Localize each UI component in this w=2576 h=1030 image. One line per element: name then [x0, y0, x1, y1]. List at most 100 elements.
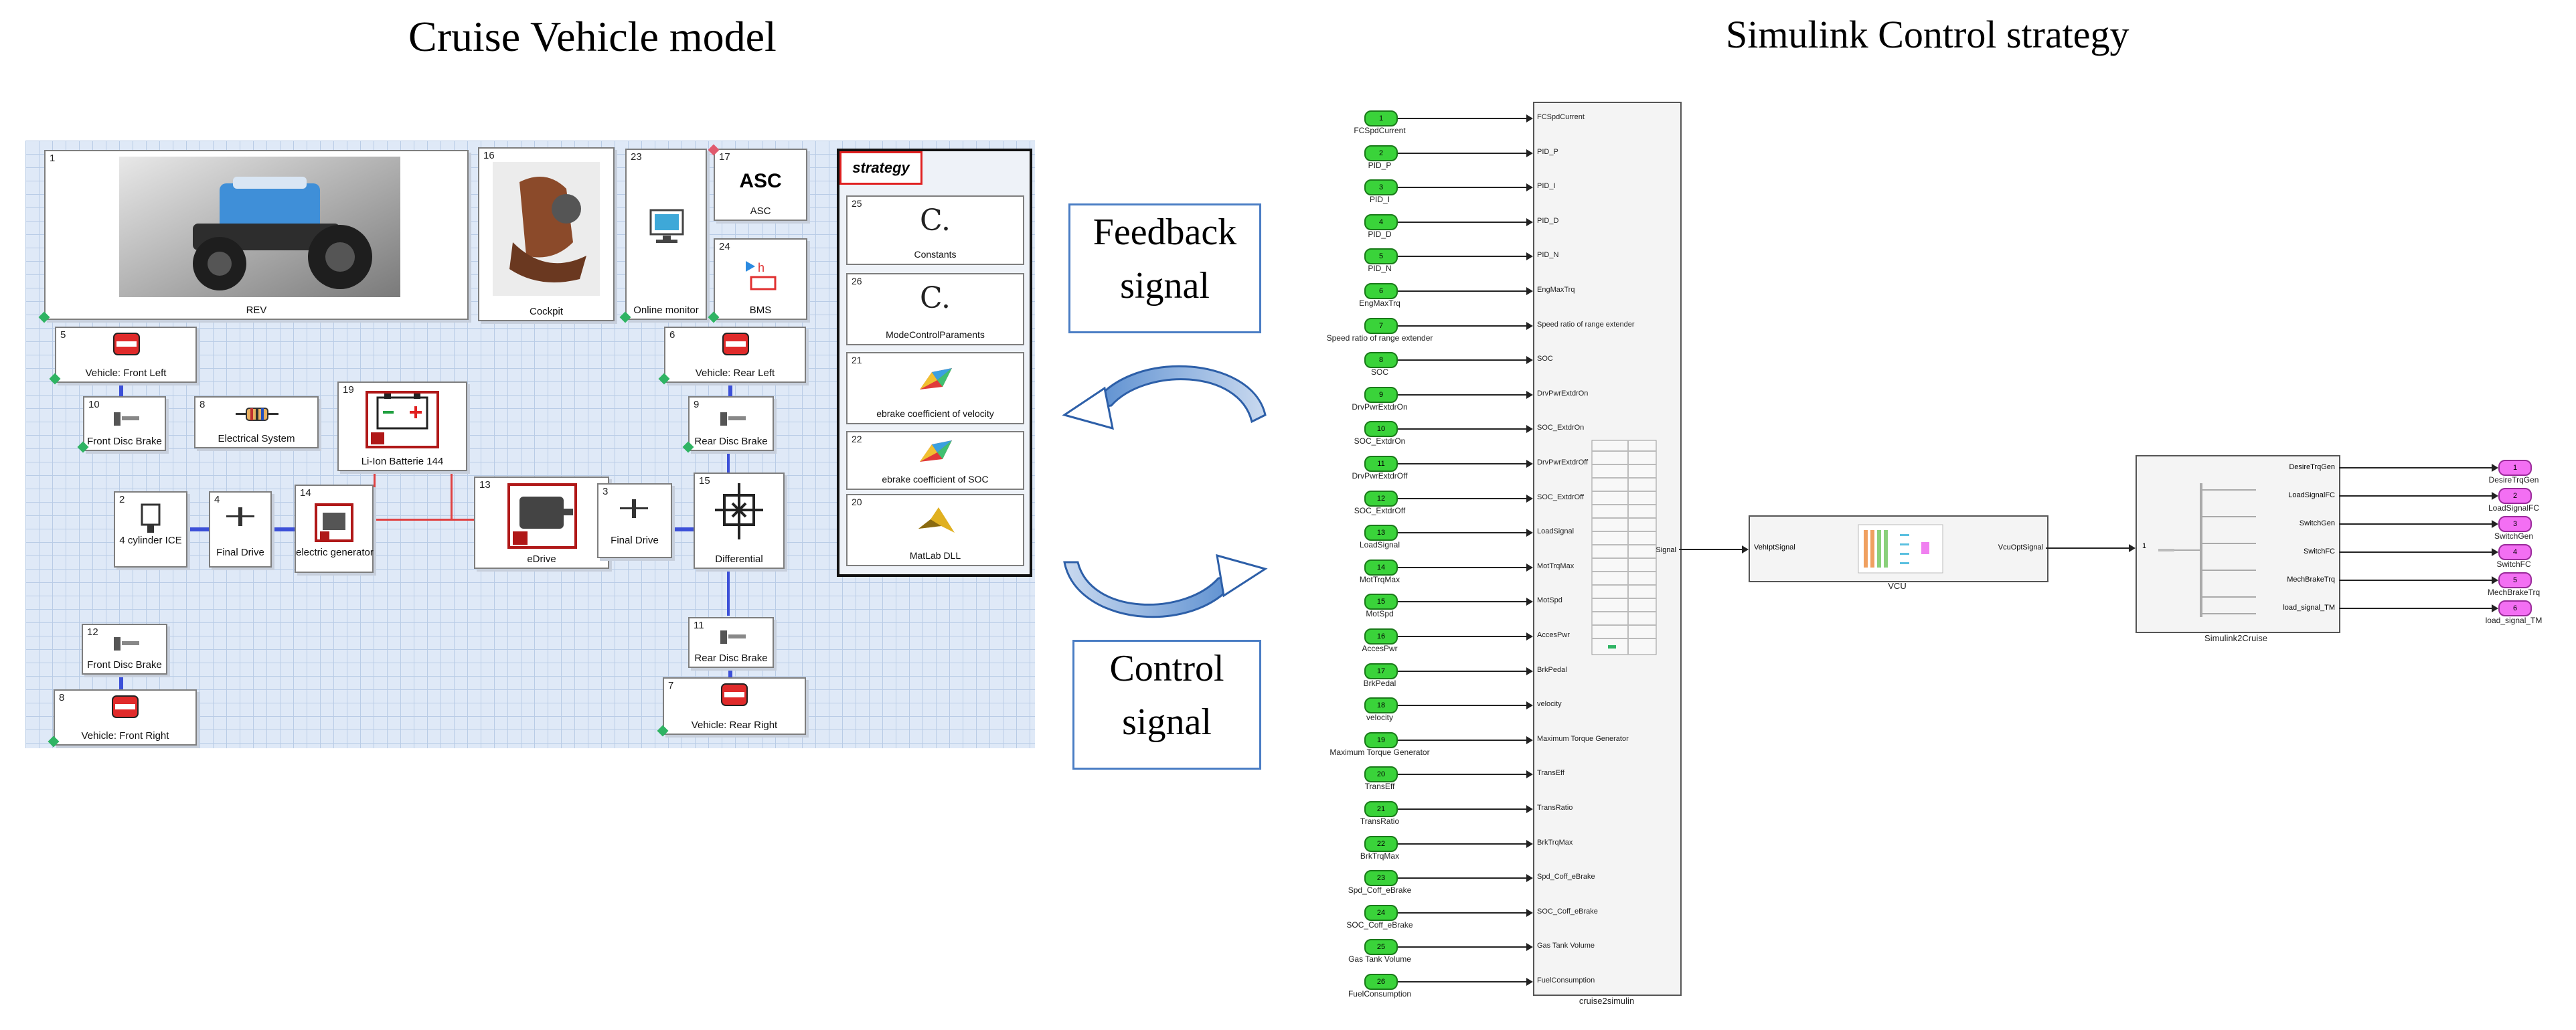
strategy-item-mode-control[interactable]: 26 C. ModeControlParaments — [846, 273, 1024, 345]
cruise-block-edrive[interactable]: 13 eDrive — [474, 477, 609, 569]
outport-6[interactable]: 6 — [2498, 600, 2532, 616]
cruise-block-electrical-system[interactable]: 8 Electrical System — [194, 396, 319, 448]
cruise-block-differential[interactable]: 15 Differential — [694, 473, 785, 569]
connection-line — [269, 527, 295, 531]
inport-25[interactable]: 25 — [1364, 939, 1398, 955]
block-input-port-label: PID_N — [1537, 251, 1559, 259]
signal-line — [1398, 325, 1526, 327]
outport-5[interactable]: 5 — [2498, 572, 2532, 588]
inport-7[interactable]: 7 — [1364, 318, 1398, 334]
inport-3[interactable]: 3 — [1364, 179, 1398, 195]
signal-arrowhead — [2492, 520, 2498, 528]
signal-line — [1398, 222, 1526, 223]
inport-15[interactable]: 15 — [1364, 594, 1398, 610]
cruise-block-bms[interactable]: 24 h BMS — [714, 238, 807, 320]
outport-2[interactable]: 2 — [2498, 488, 2532, 504]
signal-line — [1679, 549, 1746, 550]
outport-3[interactable]: 3 — [2498, 516, 2532, 532]
strategy-item-matlab-dll[interactable]: 20 MatLab DLL — [846, 494, 1024, 566]
outport-1[interactable]: 1 — [2498, 460, 2532, 476]
block-number: 6 — [669, 329, 675, 341]
inport-17[interactable]: 17 — [1364, 663, 1398, 679]
cruise-block-electric-generator[interactable]: 14 electric generator — [295, 485, 374, 573]
block-label: Front Disc Brake — [87, 659, 162, 671]
disc-brake-icon — [114, 412, 139, 426]
cruise-block-front-disc-brake-bottom[interactable]: 12 Front Disc Brake — [82, 624, 167, 675]
outport-label: LoadSignalFC — [2488, 503, 2540, 513]
block-label: electric generator — [296, 547, 374, 558]
cruise-block-rear-disc-brake-top[interactable]: 9 Rear Disc Brake — [688, 396, 774, 451]
inport-2[interactable]: 2 — [1364, 145, 1398, 161]
inport-13[interactable]: 13 — [1364, 525, 1398, 541]
block-input-port-label: PID_D — [1537, 217, 1559, 225]
cruise-block-rev[interactable]: 1 REV — [44, 150, 469, 320]
inport-9[interactable]: 9 — [1364, 387, 1398, 403]
strategy-item-ebrake-soc[interactable]: 22 ebrake coefficient of SOC — [846, 431, 1024, 490]
inport-23[interactable]: 23 — [1364, 870, 1398, 886]
inport-label: SOC — [1370, 367, 1388, 377]
strategy-group[interactable]: strategy 25 C. Constants 26 C. ModeContr… — [837, 149, 1032, 577]
inport-22[interactable]: 22 — [1364, 836, 1398, 852]
block-label: Differential — [715, 553, 763, 565]
cruise2simulin-block[interactable]: VehIptSignal — [1533, 102, 1682, 996]
cruise-block-ice[interactable]: 2 4 cylinder ICE — [114, 491, 187, 568]
block-input-port-label: BrkTrqMax — [1537, 839, 1573, 847]
cruise-block-li-ion-batterie[interactable]: 19 Li-Ion Batterie 144 — [337, 381, 467, 471]
block-input-port-label: TransEff — [1537, 769, 1564, 777]
inport-11[interactable]: 11 — [1364, 456, 1398, 472]
bus-creator-icon — [1591, 440, 1657, 655]
cruise-block-vehicle-front-left[interactable]: 5 Vehicle: Front Left — [55, 327, 197, 383]
inport-26[interactable]: 26 — [1364, 974, 1398, 990]
inport-label: FCSpdCurrent — [1354, 126, 1406, 135]
inport-10[interactable]: 10 — [1364, 421, 1398, 437]
cruise-model-canvas[interactable]: 1 REV 16 Cockpit 23 — [25, 141, 1035, 748]
signal-arrowhead — [1526, 632, 1533, 640]
inport-1[interactable]: 1 — [1364, 110, 1398, 126]
cruise-block-final-drive-left[interactable]: 4 Final Drive — [209, 491, 272, 568]
inport-21[interactable]: 21 — [1364, 801, 1398, 817]
cruise-block-vehicle-front-right[interactable]: 8 Vehicle: Front Right — [54, 689, 197, 746]
inport-16[interactable]: 16 — [1364, 628, 1398, 645]
signal-arrowhead — [1526, 114, 1533, 122]
inport-19[interactable]: 19 — [1364, 732, 1398, 748]
cruise-block-vehicle-rear-right[interactable]: 7 Vehicle: Rear Right — [663, 677, 806, 735]
inport-12[interactable]: 12 — [1364, 491, 1398, 507]
block-input-port-label: SOC_ExtdrOff — [1537, 493, 1585, 501]
block-number: 25 — [852, 198, 862, 209]
signal-arrowhead — [2492, 576, 2498, 584]
cruise-block-online-monitor[interactable]: 23 Online monitor — [625, 149, 707, 320]
inport-24[interactable]: 24 — [1364, 905, 1398, 921]
outport-4[interactable]: 4 — [2498, 544, 2532, 560]
block-input-port-label: DrvPwrExtdrOn — [1537, 390, 1589, 398]
inport-18[interactable]: 18 — [1364, 697, 1398, 713]
inport-8[interactable]: 8 — [1364, 352, 1398, 368]
strategy-item-ebrake-velocity[interactable]: 21 ebrake coefficient of velocity — [846, 352, 1024, 424]
cruise2simulin-caption: cruise2simulin — [1579, 996, 1635, 1006]
vcu-block[interactable]: VehIptSignal VcuOptSignal — [1749, 515, 2048, 582]
inport-4[interactable]: 4 — [1364, 214, 1398, 230]
inport-20[interactable]: 20 — [1364, 766, 1398, 782]
map-surface-icon — [920, 440, 952, 462]
gear-shaft-icon — [226, 507, 254, 526]
signal-arrowhead — [1526, 736, 1533, 744]
block-label: Cockpit — [529, 306, 564, 317]
cruise-block-rear-disc-brake-bottom[interactable]: 11 Rear Disc Brake — [688, 617, 774, 668]
outport-label: SwitchGen — [2494, 531, 2534, 541]
feedback-arrow — [1062, 365, 1267, 430]
inport-14[interactable]: 14 — [1364, 560, 1398, 576]
wheel-icon — [113, 333, 140, 355]
inport-5[interactable]: 5 — [1364, 248, 1398, 264]
s2c-output-port-label: load_signal_TM — [2283, 604, 2335, 612]
cruise-block-cockpit[interactable]: 16 Cockpit — [478, 147, 615, 321]
signal-arrowhead — [1526, 874, 1533, 882]
signal-line — [1398, 498, 1526, 499]
s2c-input-label: 1 — [2142, 542, 2147, 550]
cruise-block-front-disc-brake-top[interactable]: 10 Front Disc Brake — [83, 396, 166, 451]
cruise-block-vehicle-rear-left[interactable]: 6 Vehicle: Rear Left — [664, 327, 806, 383]
svg-text:h: h — [758, 261, 764, 274]
inport-6[interactable]: 6 — [1364, 283, 1398, 299]
cruise-block-final-drive-right[interactable]: 3 Final Drive — [597, 483, 672, 558]
strategy-item-constants[interactable]: 25 C. Constants — [846, 195, 1024, 265]
cruise-block-asc[interactable]: 17 ASC ASC — [714, 149, 807, 221]
